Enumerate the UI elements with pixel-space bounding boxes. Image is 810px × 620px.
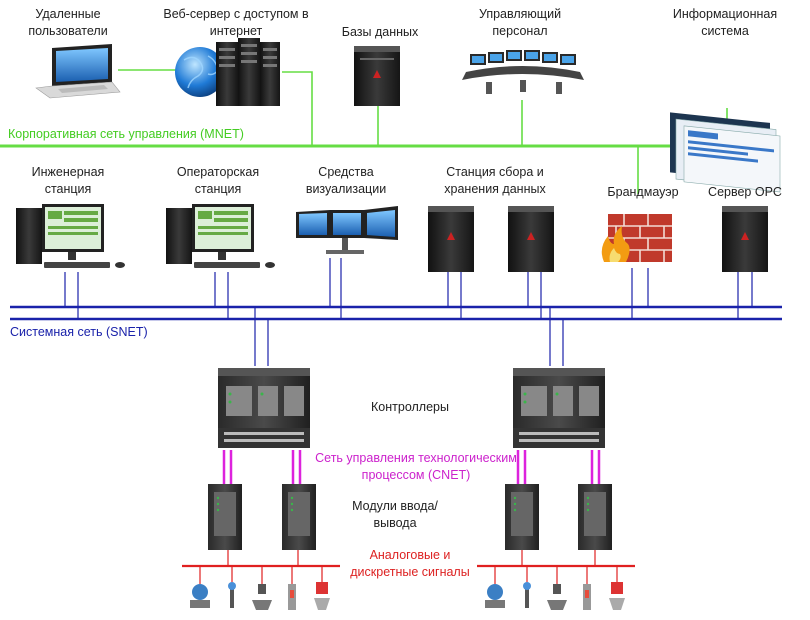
label-visualization: Средства визуализации <box>305 165 387 196</box>
controller-icon-1 <box>218 368 310 448</box>
pressure-transmitter-icon <box>190 584 210 608</box>
cnet-network <box>222 450 601 484</box>
label-io-modules: Модули ввода/вывода <box>352 499 438 530</box>
database-server-icon <box>354 46 400 106</box>
flow-meter-icon <box>228 582 236 608</box>
label-databases: Базы данных <box>341 25 419 39</box>
engineering-workstation-icon <box>16 204 125 268</box>
level-sensor-icon <box>583 584 591 610</box>
web-server-rack-icon <box>216 38 280 106</box>
label-remote-users: Удаленные пользователи <box>28 7 108 38</box>
field-instruments-right <box>485 582 625 610</box>
data-station-server-icon-1 <box>428 206 474 272</box>
triple-monitor-icon <box>296 206 398 254</box>
cnet-label: Сеть управления технологическим процессо… <box>315 451 517 482</box>
label-opc-server: Сервер OPC <box>708 185 782 199</box>
io-module-icon-4 <box>578 484 612 550</box>
valve-icon <box>547 584 567 610</box>
signals-label: Аналоговые и дискретные сигналы <box>350 548 470 579</box>
label-data-station: Станция сбора и хранения данных <box>444 165 546 196</box>
io-module-icon-2 <box>282 484 316 550</box>
valve-icon <box>252 584 272 610</box>
control-valve-icon <box>314 582 330 610</box>
laptop-icon <box>35 44 121 99</box>
mnet-label: Корпоративная сеть управления (MNET) <box>8 127 244 141</box>
mnet-link-web <box>282 71 313 146</box>
flow-meter-icon <box>523 582 531 608</box>
label-controllers: Контроллеры <box>371 400 449 414</box>
field-instruments-left <box>190 582 330 610</box>
level-sensor-icon <box>288 584 296 610</box>
label-managing-staff: Управляющий персонал <box>478 7 562 38</box>
control-valve-icon <box>609 582 625 610</box>
globe-icon <box>175 47 225 97</box>
snet-network <box>10 258 782 366</box>
opc-server-icon <box>722 206 768 272</box>
snet-drops <box>64 258 753 366</box>
info-system-screens-icon <box>670 112 781 193</box>
label-eng-station: Инженерная станция <box>31 165 105 196</box>
label-firewall: Брандмауэр <box>607 185 679 199</box>
label-info-system: Информационная система <box>672 7 778 38</box>
signals-bus <box>182 550 635 584</box>
pressure-transmitter-icon <box>485 584 505 608</box>
controller-icon-2 <box>513 368 605 448</box>
label-web-server: Веб-сервер с доступом в интернет <box>163 7 309 38</box>
data-station-server-icon-2 <box>508 206 554 272</box>
io-module-icon-3 <box>505 484 539 550</box>
firewall-icon <box>601 214 672 262</box>
io-module-icon-1 <box>208 484 242 550</box>
operator-workstation-icon <box>166 204 275 268</box>
snet-label: Системная сеть (SNET) <box>10 325 148 339</box>
label-operator-station: Операторская станция <box>176 165 260 196</box>
control-room-icon <box>462 50 584 94</box>
